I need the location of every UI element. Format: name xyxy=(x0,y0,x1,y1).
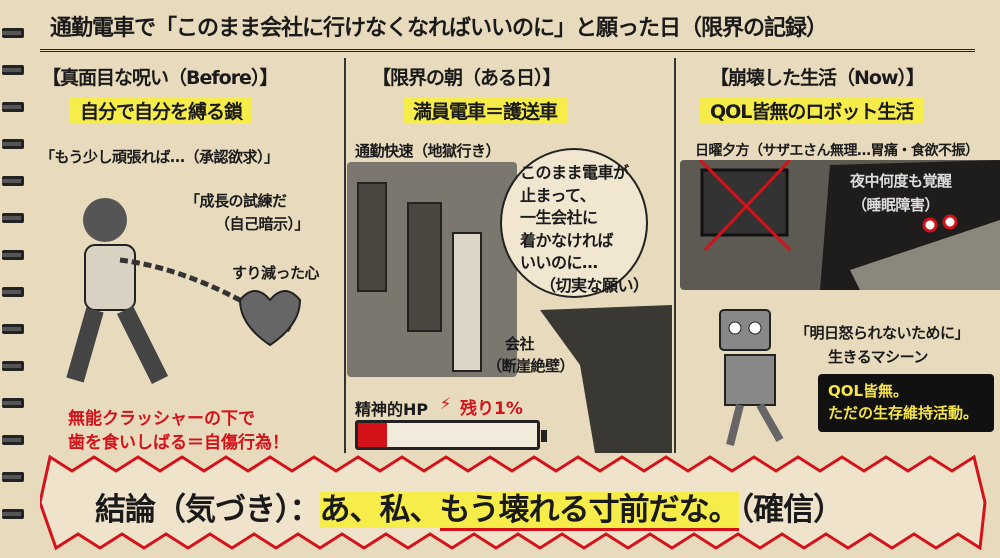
quote-growth: 「成長の試練だ xyxy=(185,192,287,210)
broken-heart-icon xyxy=(238,290,302,347)
warning-line1: 無能クラッシャーの下で xyxy=(68,409,255,429)
spiral-ring xyxy=(2,287,24,297)
hp-remaining: 残り1% xyxy=(460,399,523,419)
thought-text: このまま電車が止まって、一生会社に着かなければいいのに…（切実な願い） xyxy=(520,163,649,295)
spiral-ring xyxy=(2,176,24,186)
thought-bubble xyxy=(500,148,648,298)
robot-sublabel: 生きるマシーン xyxy=(828,348,928,366)
spiral-ring xyxy=(2,102,24,112)
crowded-train-illustration xyxy=(347,162,517,377)
column-header: 【限界の朝（ある日）】 xyxy=(372,67,562,89)
robot-illustration xyxy=(719,309,784,446)
conclusion-suffix: （確信） xyxy=(738,492,844,528)
column-subtitle: QOL皆無のロボット生活 xyxy=(700,97,924,124)
spiral-ring xyxy=(2,509,24,519)
conclusion: 結論（気づき）：あ、私、もう壊れる寸前だな。（確信） xyxy=(95,484,844,531)
night-label: 夜中何度も覚醒 xyxy=(850,172,952,190)
column-subtitle: 満員電車＝護送車 xyxy=(403,97,568,124)
hp-bar xyxy=(355,420,547,450)
warning-line2: 歯を食いしばる＝自傷行為！ xyxy=(68,433,289,453)
spiral-ring xyxy=(2,139,24,149)
spiral-ring xyxy=(2,213,24,223)
conclusion-prefix: 結論（気づき）： xyxy=(95,492,320,528)
quote-approval: 「もう少し頑張れば…（承認欲求）」 xyxy=(40,148,279,166)
sunday-label: 日曜夕方（サザエさん無理…胃痛・食欲不振） xyxy=(695,143,979,159)
spiral-ring xyxy=(2,398,24,408)
man-chained-illustration xyxy=(66,198,302,385)
column-header: 【崩壊した生活（Now）】 xyxy=(710,67,925,89)
spiral-ring xyxy=(2,65,24,75)
heart-label: すり減った心 xyxy=(232,264,320,282)
collapsed-room-illustration xyxy=(680,160,1000,290)
quote-self-suggestion: （自己暗示）」 xyxy=(215,215,310,233)
hp-label: 精神的HP xyxy=(355,400,429,419)
column-subtitle: 自分で自分を縛る鎖 xyxy=(70,97,253,124)
spiral-ring xyxy=(2,250,24,260)
qol-callout: QOL皆無。ただの生存維持活動。 xyxy=(818,374,994,432)
hp-bar-fill xyxy=(358,423,387,447)
night-sublabel: （睡眠障害） xyxy=(852,196,940,214)
spiral-ring xyxy=(2,28,24,38)
column-divider xyxy=(674,58,676,453)
spiral-binding xyxy=(0,0,26,558)
column-header: 【真面目な呪い（Before）】 xyxy=(42,67,278,89)
lightning-icon: ⚡ xyxy=(440,394,452,413)
conclusion-highlight: あ、私、もう壊れる寸前だな。 xyxy=(319,492,740,531)
spiral-ring xyxy=(2,324,24,334)
cliff-illustration xyxy=(540,305,672,453)
spiral-ring xyxy=(2,361,24,371)
page-title: 通勤電車で「このまま会社に行けなくなればいいのに」と願った日（限界の記録） xyxy=(50,16,828,41)
title-divider xyxy=(40,49,975,52)
spiral-ring xyxy=(2,435,24,445)
train-label: 通勤快速（地獄行き） xyxy=(355,142,501,160)
robot-label: 「明日怒られないために」 xyxy=(795,324,970,342)
red-x-icon xyxy=(698,160,792,252)
column-divider xyxy=(344,58,346,453)
cliff-sublabel: （断崖絶壁） xyxy=(487,357,575,375)
spiral-ring xyxy=(2,472,24,482)
cliff-label: 会社 xyxy=(505,335,535,353)
